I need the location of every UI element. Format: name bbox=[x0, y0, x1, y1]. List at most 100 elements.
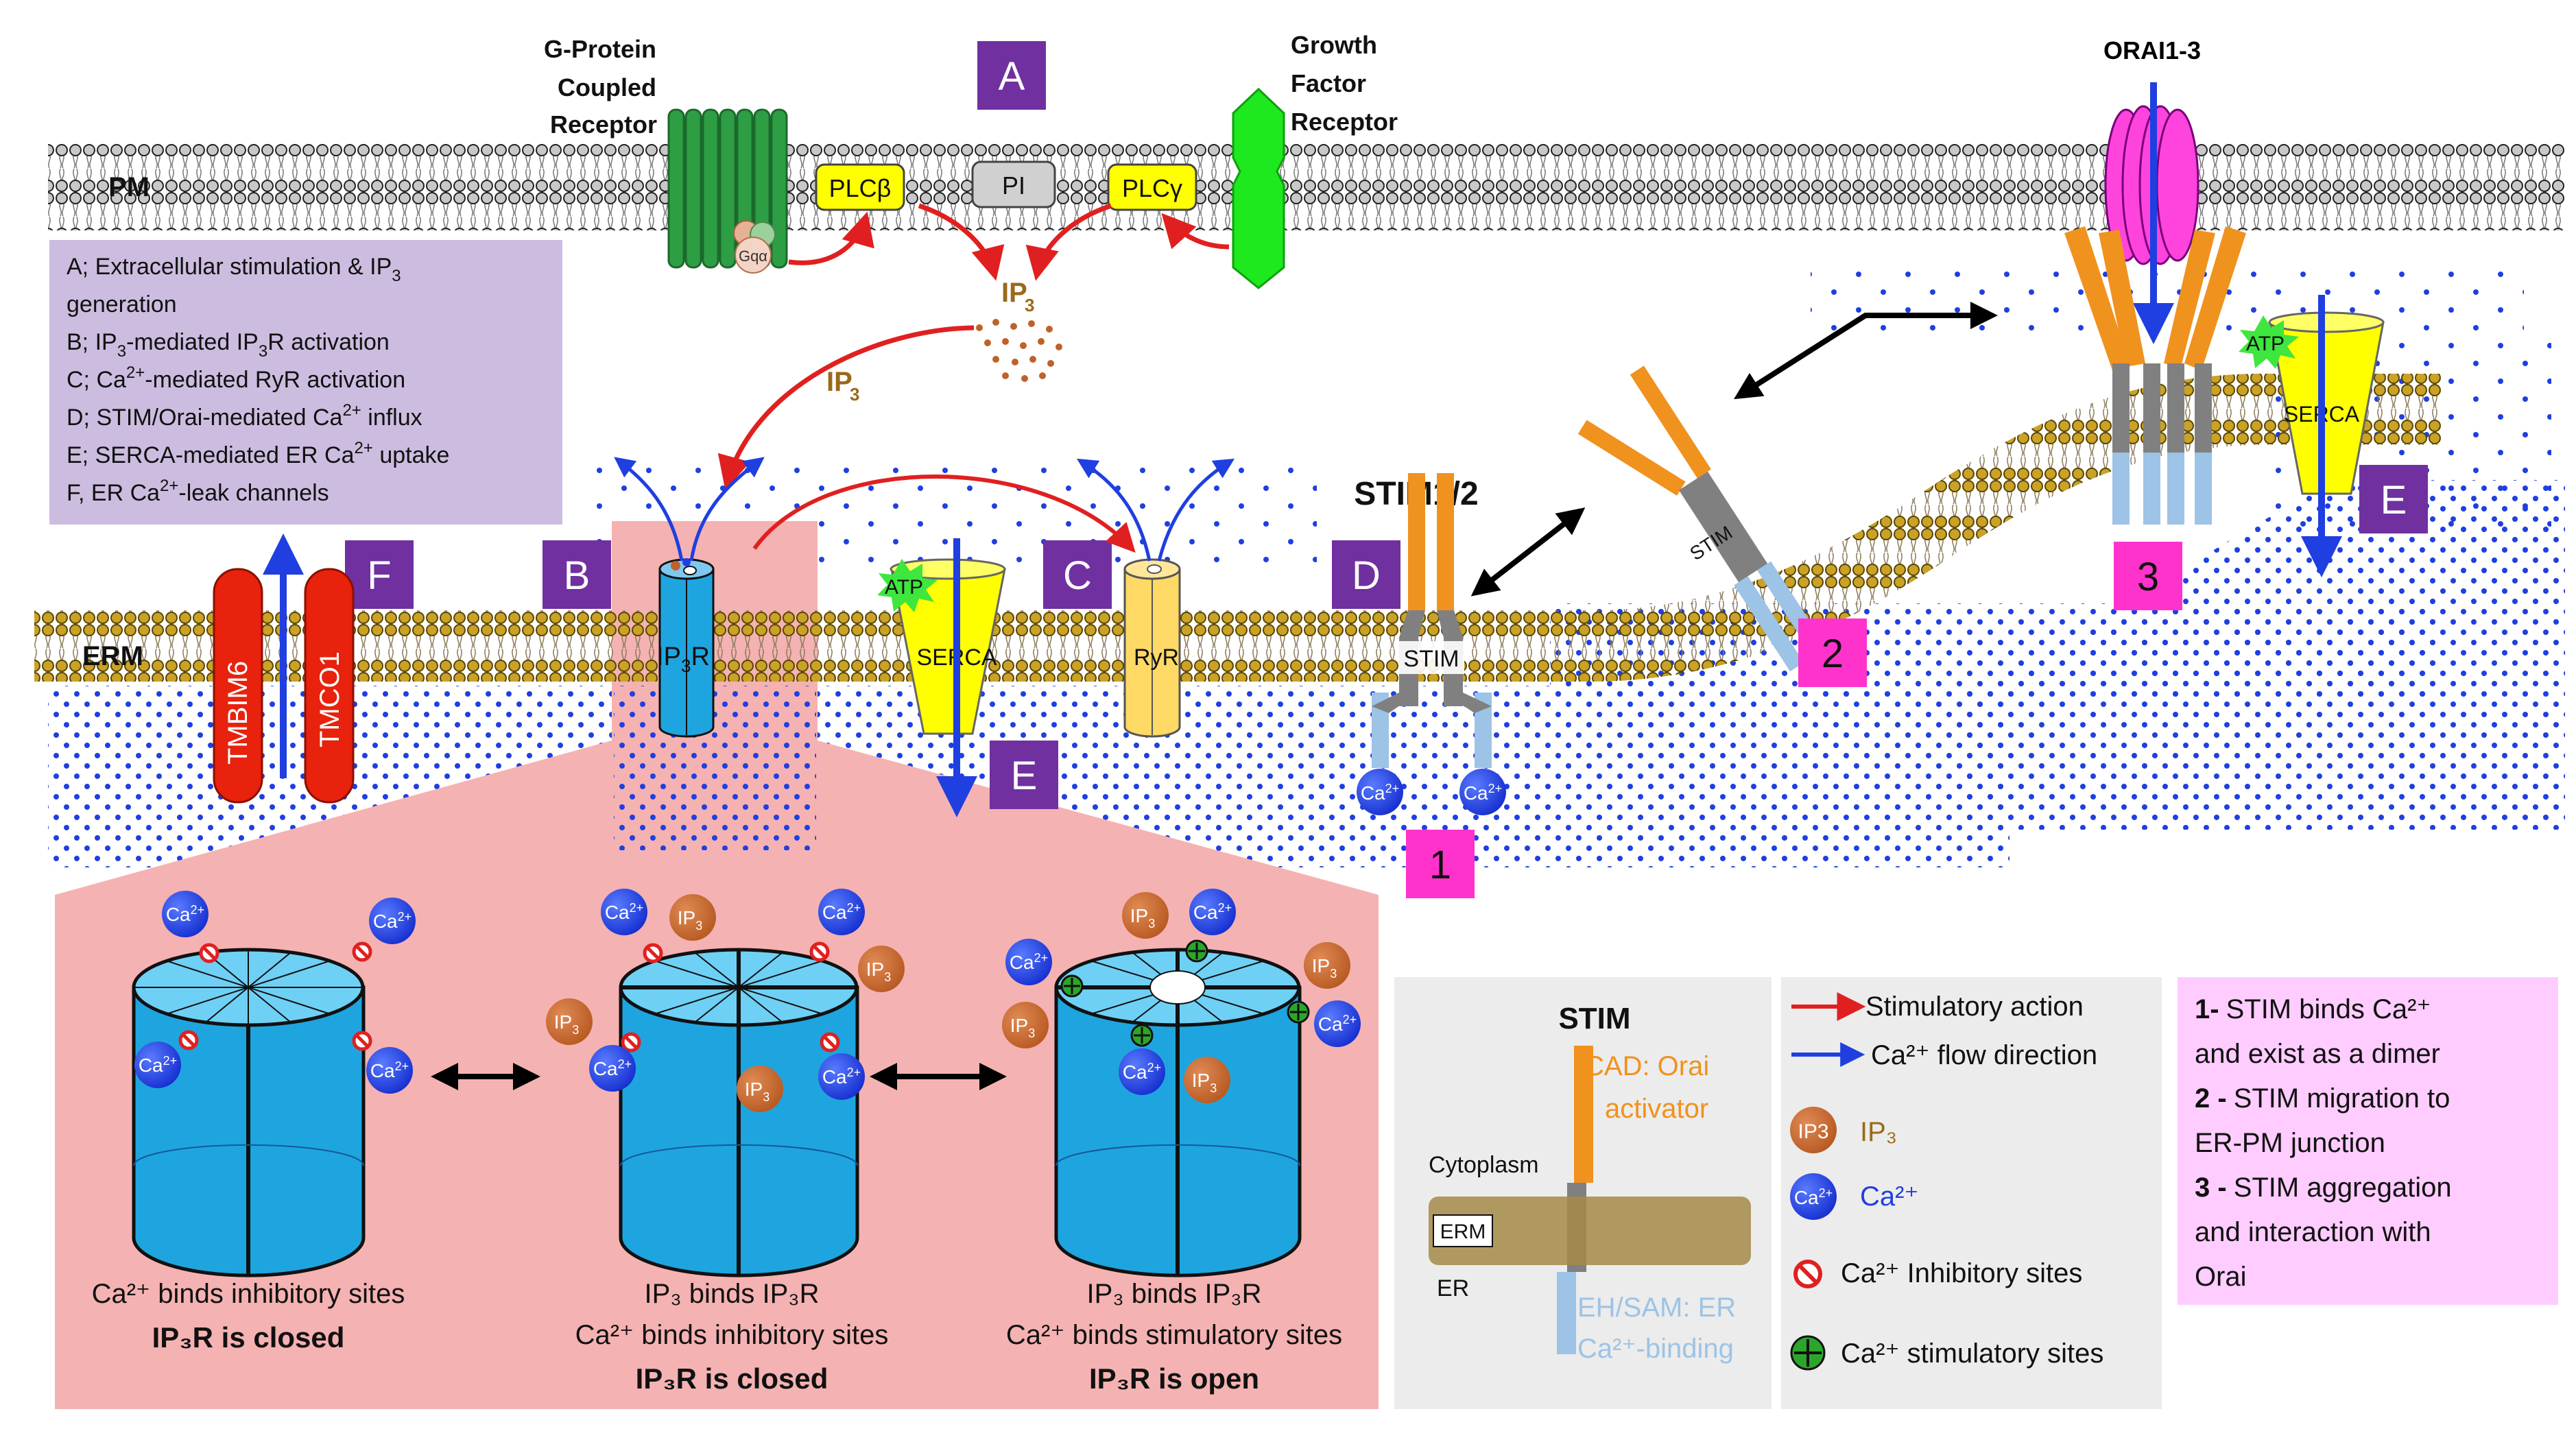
stim-structure-legend: STIM ERM Cytoplasm ER CAD: Orai activato… bbox=[1394, 977, 1772, 1409]
svg-text:Ca2+: Ca2+ bbox=[373, 910, 412, 932]
ca-ion: Ca2+ bbox=[1189, 889, 1236, 935]
svg-text:Cytoplasm: Cytoplasm bbox=[1429, 1152, 1539, 1178]
svg-text:IP3: IP3 bbox=[1010, 1015, 1035, 1040]
letter-box-a: A bbox=[977, 41, 1046, 110]
svg-text:Ca2+: Ca2+ bbox=[1193, 901, 1232, 923]
svg-text:RyR: RyR bbox=[1134, 645, 1179, 671]
plc-beta: PLCβ bbox=[815, 163, 905, 211]
stim-dimer-2 bbox=[1577, 365, 1827, 672]
stimulation-arrows-top bbox=[788, 203, 1230, 281]
inhibitory-site bbox=[820, 1032, 840, 1053]
svg-text:PI: PI bbox=[1002, 171, 1025, 200]
svg-text:Ca2+: Ca2+ bbox=[1010, 951, 1048, 973]
ip3-molecule: IP3 bbox=[546, 998, 593, 1045]
svg-text:IP3: IP3 bbox=[678, 907, 702, 933]
erm-label: ERM bbox=[82, 641, 143, 671]
svg-text:Receptor: Receptor bbox=[550, 110, 657, 139]
svg-text:Ca²⁺-binding: Ca²⁺-binding bbox=[1577, 1334, 1734, 1364]
svg-text:G-Protein: G-Protein bbox=[544, 35, 656, 63]
svg-text:E; SERCA-mediated ER Ca2+ upta: E; SERCA-mediated ER Ca2+ uptake bbox=[67, 439, 449, 468]
svg-text:IP3: IP3 bbox=[554, 1011, 579, 1037]
stimulatory-site bbox=[1060, 974, 1084, 998]
stimulatory-site bbox=[1130, 1024, 1154, 1047]
inhibitory-site bbox=[178, 1030, 199, 1050]
ip3r-ca-release-arrows bbox=[614, 457, 765, 562]
stim-dimer-1: STIM bbox=[1372, 473, 1492, 768]
svg-text:Orai: Orai bbox=[2195, 1262, 2247, 1292]
svg-text:F: F bbox=[367, 553, 391, 598]
svg-text:IP: IP bbox=[1001, 278, 1027, 308]
ip3-molecule: IP3 bbox=[1002, 1002, 1049, 1048]
svg-text:IP₃R is closed: IP₃R is closed bbox=[636, 1362, 828, 1395]
svg-text:C; Ca2+-mediated RyR activatio: C; Ca2+-mediated RyR activation bbox=[67, 363, 405, 393]
svg-text:E: E bbox=[1011, 754, 1038, 798]
svg-text:Ca²⁺ flow direction: Ca²⁺ flow direction bbox=[1871, 1040, 2097, 1070]
svg-text:ATP: ATP bbox=[885, 576, 923, 599]
stim-aggregate-3 bbox=[2064, 226, 2246, 525]
tmbim6-channel: TMBIM6 bbox=[213, 568, 263, 804]
svg-text:Stimulatory action: Stimulatory action bbox=[1865, 992, 2084, 1022]
letter-box-c: C bbox=[1043, 540, 1112, 609]
ca-ion: Ca2+ bbox=[134, 1042, 181, 1088]
svg-text:E: E bbox=[2381, 478, 2407, 522]
binding-ions: Ca2+Ca2+Ca2+Ca2+IP3IP3IP3IP3Ca2+Ca2+Ca2+… bbox=[134, 889, 1361, 1112]
atp-badge-left: ATP bbox=[877, 559, 938, 612]
svg-text:Factor: Factor bbox=[1291, 69, 1366, 97]
svg-text:IP3: IP3 bbox=[1312, 955, 1337, 981]
svg-text:CAD: Orai: CAD: Orai bbox=[1584, 1051, 1709, 1081]
svg-text:1: 1 bbox=[1429, 843, 1451, 887]
atp-badge-right: ATP bbox=[2239, 315, 2299, 369]
svg-text:1-STIM binds Ca²⁺: 1-STIM binds Ca²⁺ bbox=[2195, 994, 2431, 1024]
svg-text:A: A bbox=[999, 54, 1025, 99]
inhibitory-site bbox=[199, 943, 219, 963]
svg-text:generation: generation bbox=[67, 291, 177, 317]
svg-text:Ca²⁺ stimulatory sites: Ca²⁺ stimulatory sites bbox=[1841, 1338, 2103, 1369]
tmco1-channel: TMCO1 bbox=[304, 568, 355, 804]
svg-text:IP3R: IP3R bbox=[656, 642, 710, 676]
letter-box-e-left: E bbox=[990, 741, 1058, 809]
svg-text:Ca2+: Ca2+ bbox=[1318, 1013, 1357, 1035]
number-box-3: 3 bbox=[2114, 542, 2182, 610]
svg-text:Receptor: Receptor bbox=[1291, 108, 1398, 136]
letter-box-d: D bbox=[1332, 540, 1400, 609]
svg-text:Ca2+: Ca2+ bbox=[1464, 782, 1502, 804]
svg-text:IP₃ binds IP₃R: IP₃ binds IP₃R bbox=[1087, 1279, 1262, 1309]
svg-text:IP₃R is closed: IP₃R is closed bbox=[152, 1321, 345, 1354]
svg-text:IP3: IP3 bbox=[866, 959, 891, 984]
inhibitory-site bbox=[621, 1032, 641, 1053]
ip3-label-mid: IP 3 bbox=[826, 367, 859, 405]
letter-box-b: B bbox=[542, 540, 611, 609]
g-alpha-protein: Gqα bbox=[733, 220, 776, 274]
ca-ion: Ca2+ bbox=[1005, 939, 1052, 985]
ca-ion: Ca2+ bbox=[601, 889, 647, 935]
svg-text:Ca2+: Ca2+ bbox=[1123, 1061, 1161, 1083]
inhibitory-site bbox=[809, 941, 830, 962]
svg-text:Ca2+: Ca2+ bbox=[822, 1066, 861, 1087]
ip3r-to-ryr-arrow bbox=[752, 474, 1136, 553]
state-caption-2: IP₃ binds IP₃R Ca²⁺ binds inhibitory sit… bbox=[575, 1279, 889, 1395]
svg-text:ATP: ATP bbox=[2246, 333, 2285, 355]
svg-text:3 -STIM aggregation: 3 -STIM aggregation bbox=[2195, 1173, 2452, 1203]
gpcr-label: G-Protein Coupled Receptor bbox=[544, 35, 657, 139]
ip3-dots bbox=[976, 319, 1062, 382]
svg-text:3: 3 bbox=[2137, 555, 2159, 599]
ca-ion: Ca2+ bbox=[162, 891, 208, 937]
svg-text:F, ER Ca2+-leak channels: F, ER Ca2+-leak channels bbox=[67, 477, 329, 506]
svg-text:Ca²⁺ binds stimulatory sites: Ca²⁺ binds stimulatory sites bbox=[1006, 1320, 1342, 1350]
svg-text:B; IP3-mediated IP3R activatio: B; IP3-mediated IP3R activation bbox=[67, 329, 390, 361]
svg-text:A; Extracellular stimulation &: A; Extracellular stimulation & IP3 bbox=[67, 254, 401, 285]
svg-text:2: 2 bbox=[1822, 632, 1844, 676]
ip3-label-top: IP 3 bbox=[1001, 278, 1034, 315]
state-caption-1: Ca²⁺ binds inhibitory sites IP₃R is clos… bbox=[92, 1279, 405, 1354]
svg-text:EH/SAM: ER: EH/SAM: ER bbox=[1577, 1293, 1736, 1323]
ryr-ca-release-arrows bbox=[1076, 458, 1235, 562]
svg-text:D: D bbox=[1352, 553, 1381, 598]
state-caption-3: IP₃ binds IP₃R Ca²⁺ binds stimulatory si… bbox=[1006, 1279, 1342, 1395]
svg-text:IP3: IP3 bbox=[1130, 905, 1155, 930]
svg-text:IP₃R is open: IP₃R is open bbox=[1089, 1362, 1259, 1395]
svg-text:Coupled: Coupled bbox=[558, 73, 656, 101]
svg-text:B: B bbox=[564, 553, 591, 598]
letter-box-e-right: E bbox=[2359, 465, 2428, 533]
svg-text:3: 3 bbox=[1025, 295, 1034, 315]
svg-text:PLCγ: PLCγ bbox=[1122, 174, 1182, 202]
